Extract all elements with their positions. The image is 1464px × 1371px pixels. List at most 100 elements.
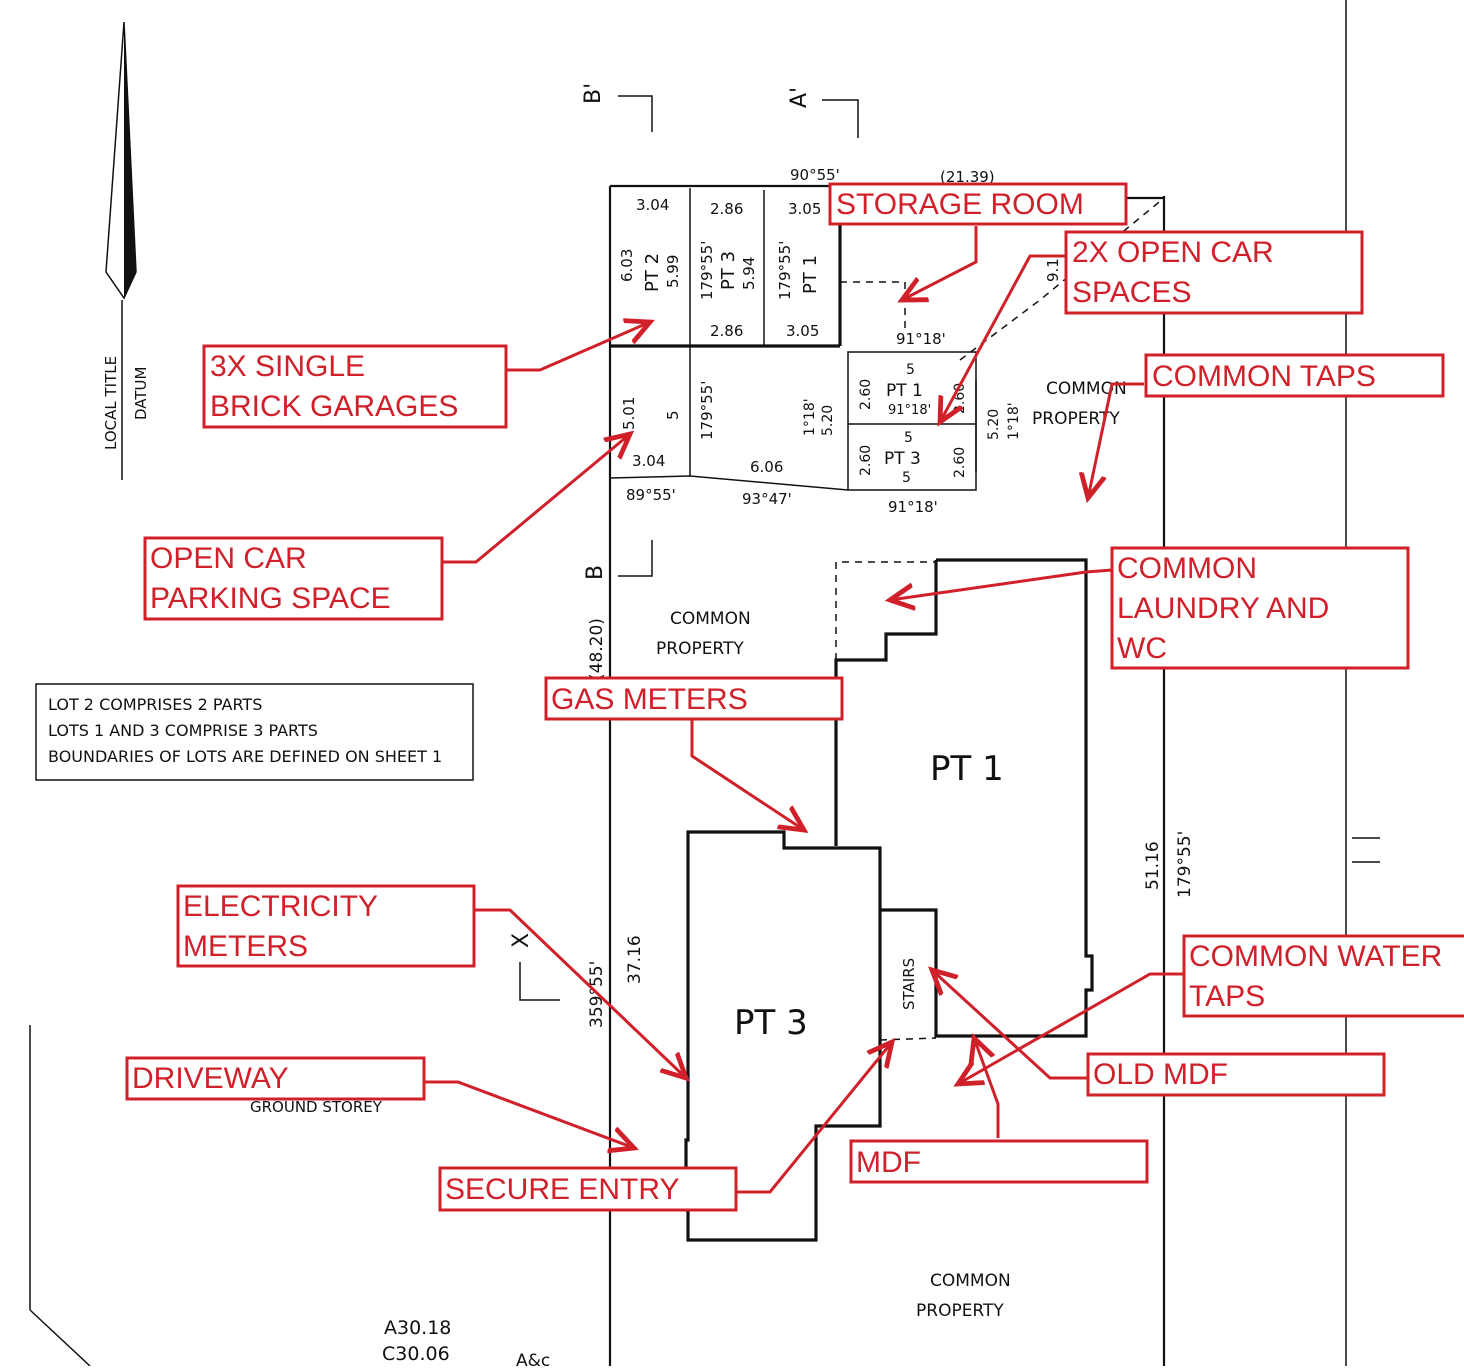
callout-electricity: ELECTRICITY METERS (176, 884, 476, 968)
svg-text:PT 3: PT 3 (718, 251, 739, 290)
callout-garages: 3X SINGLE BRICK GARAGES (202, 344, 508, 429)
svg-text:2.60: 2.60 (858, 379, 874, 410)
svg-text:PT 1: PT 1 (886, 381, 923, 401)
building-labels: PT 1 PT 3 STAIRS GROUND STOREY (250, 749, 1004, 1116)
svg-text:91°18': 91°18' (888, 498, 938, 516)
svg-text:WC: WC (1117, 632, 1167, 665)
svg-text:GROUND STOREY: GROUND STOREY (250, 1098, 383, 1116)
svg-text:2.86: 2.86 (710, 200, 743, 218)
svg-text:PT 3: PT 3 (884, 449, 921, 469)
svg-text:COMMON: COMMON (930, 1271, 1011, 1291)
svg-text:COMMON: COMMON (670, 609, 751, 629)
note-line: LOT 2 COMPRISES 2 PARTS (48, 695, 262, 714)
callout-gas-meters: GAS METERS (544, 676, 844, 721)
svg-text:5.20: 5.20 (986, 409, 1002, 440)
svg-text:COMMON WATER: COMMON WATER (1189, 940, 1442, 973)
svg-text:GAS METERS: GAS METERS (551, 683, 748, 716)
svg-text:A&c: A&c (516, 1351, 550, 1366)
svg-text:TAPS: TAPS (1189, 980, 1265, 1013)
svg-text:179°55': 179°55' (1175, 831, 1195, 898)
svg-text:COMMON: COMMON (1046, 379, 1127, 399)
svg-text:B: B (583, 565, 608, 580)
svg-text:2.60: 2.60 (858, 445, 874, 476)
svg-text:X: X (509, 933, 534, 948)
svg-text:5.94: 5.94 (740, 257, 758, 290)
svg-text:1°18': 1°18' (802, 398, 818, 436)
svg-text:PT 1: PT 1 (930, 749, 1004, 789)
svg-text:91°18': 91°18' (896, 330, 946, 348)
svg-text:3.05: 3.05 (788, 200, 821, 218)
svg-text:PT 2: PT 2 (642, 253, 663, 292)
svg-text:(21.39): (21.39) (940, 168, 995, 186)
svg-text:SECURE ENTRY: SECURE ENTRY (445, 1173, 680, 1206)
svg-text:SPACES: SPACES (1072, 276, 1192, 309)
callout-old-mdf: OLD MDF (1086, 1052, 1386, 1097)
svg-text:91°18': 91°18' (888, 403, 931, 418)
note-line: BOUNDARIES OF LOTS ARE DEFINED ON SHEET … (48, 747, 442, 766)
callout-water-taps: COMMON WATER TAPS (1182, 934, 1464, 1018)
svg-text:5.20: 5.20 (820, 405, 836, 436)
svg-text:STAIRS: STAIRS (900, 958, 918, 1010)
svg-text:ELECTRICITY: ELECTRICITY (183, 890, 378, 923)
svg-text:5: 5 (902, 470, 911, 486)
svg-text:PROPERTY: PROPERTY (656, 639, 744, 659)
callout-open-parking: OPEN CAR PARKING SPACE (143, 536, 444, 621)
svg-text:3.04: 3.04 (636, 196, 669, 214)
svg-text:5: 5 (906, 362, 915, 378)
svg-text:PARKING SPACE: PARKING SPACE (150, 582, 391, 615)
svg-text:OLD MDF: OLD MDF (1093, 1058, 1228, 1091)
svg-text:5: 5 (664, 410, 682, 420)
datum-line1: LOCAL TITLE (102, 356, 120, 450)
svg-text:179°55': 179°55' (698, 381, 716, 440)
svg-text:89°55': 89°55' (626, 486, 676, 504)
svg-text:C30.06: C30.06 (382, 1343, 450, 1365)
common-property-south: COMMON PROPERTY (916, 1271, 1011, 1321)
section-mark-x: X (509, 933, 560, 1001)
lower-marks: A30.18 C30.06 A&c (382, 1317, 550, 1371)
svg-text:COMMON: COMMON (1117, 552, 1257, 585)
svg-text:93°47': 93°47' (742, 490, 792, 508)
section-mark-a-prime: A' (787, 87, 859, 138)
svg-text:COMMON TAPS: COMMON TAPS (1152, 360, 1376, 393)
parking-area (609, 346, 977, 491)
svg-text:A': A' (787, 87, 812, 108)
callout-open-car-spaces: 2X OPEN CAR SPACES (1064, 230, 1364, 315)
svg-text:STORAGE ROOM: STORAGE ROOM (836, 188, 1084, 221)
svg-text:5.99: 5.99 (664, 255, 682, 288)
callout-storage-room: STORAGE ROOM (828, 182, 1128, 226)
annotation-arrows (424, 226, 1184, 1194)
callout-laundry: COMMON LAUNDRY AND WC (1110, 546, 1410, 670)
svg-text:OPEN CAR: OPEN CAR (150, 542, 307, 575)
datum-line2: DATUM (132, 367, 150, 420)
callout-mdf: MDF (849, 1139, 1149, 1184)
svg-text:PROPERTY: PROPERTY (1032, 409, 1120, 429)
svg-text:BRICK GARAGES: BRICK GARAGES (210, 390, 458, 423)
svg-text:179°55': 179°55' (776, 241, 794, 300)
svg-text:METERS: METERS (183, 930, 308, 963)
svg-text:B': B' (581, 83, 606, 104)
building-footprint (684, 558, 1094, 1242)
svg-text:5.01: 5.01 (620, 397, 638, 430)
svg-text:DRIVEWAY: DRIVEWAY (132, 1062, 289, 1095)
svg-text:6.03: 6.03 (618, 249, 636, 282)
svg-text:2.86: 2.86 (710, 322, 743, 340)
svg-text:1°18': 1°18' (1006, 402, 1022, 440)
boundary-dimensions: (48.20) 359°55' 37.16 51.16 179°55' (587, 618, 1195, 1028)
svg-text:LAUNDRY AND: LAUNDRY AND (1117, 592, 1329, 625)
svg-text:MDF: MDF (856, 1146, 921, 1179)
svg-text:PT 3: PT 3 (734, 1003, 808, 1043)
svg-text:6.06: 6.06 (750, 458, 783, 476)
parking-labels: 5.01 5 179°55' 3.04 6.06 89°55' 93°47' 9… (620, 362, 1022, 516)
svg-text:3X SINGLE: 3X SINGLE (210, 350, 365, 383)
datum-label: LOCAL TITLE DATUM (102, 300, 150, 480)
svg-text:3.04: 3.04 (632, 452, 665, 470)
svg-text:A30.18: A30.18 (384, 1317, 451, 1339)
common-property-north: COMMON PROPERTY (1032, 379, 1127, 429)
common-property-middle: COMMON PROPERTY (656, 609, 751, 659)
north-arrow-icon (105, 21, 137, 300)
svg-text:2X OPEN CAR: 2X OPEN CAR (1072, 236, 1274, 269)
svg-text:37.16: 37.16 (625, 935, 645, 984)
notes-box: LOT 2 COMPRISES 2 PARTS LOTS 1 AND 3 COM… (35, 683, 474, 781)
